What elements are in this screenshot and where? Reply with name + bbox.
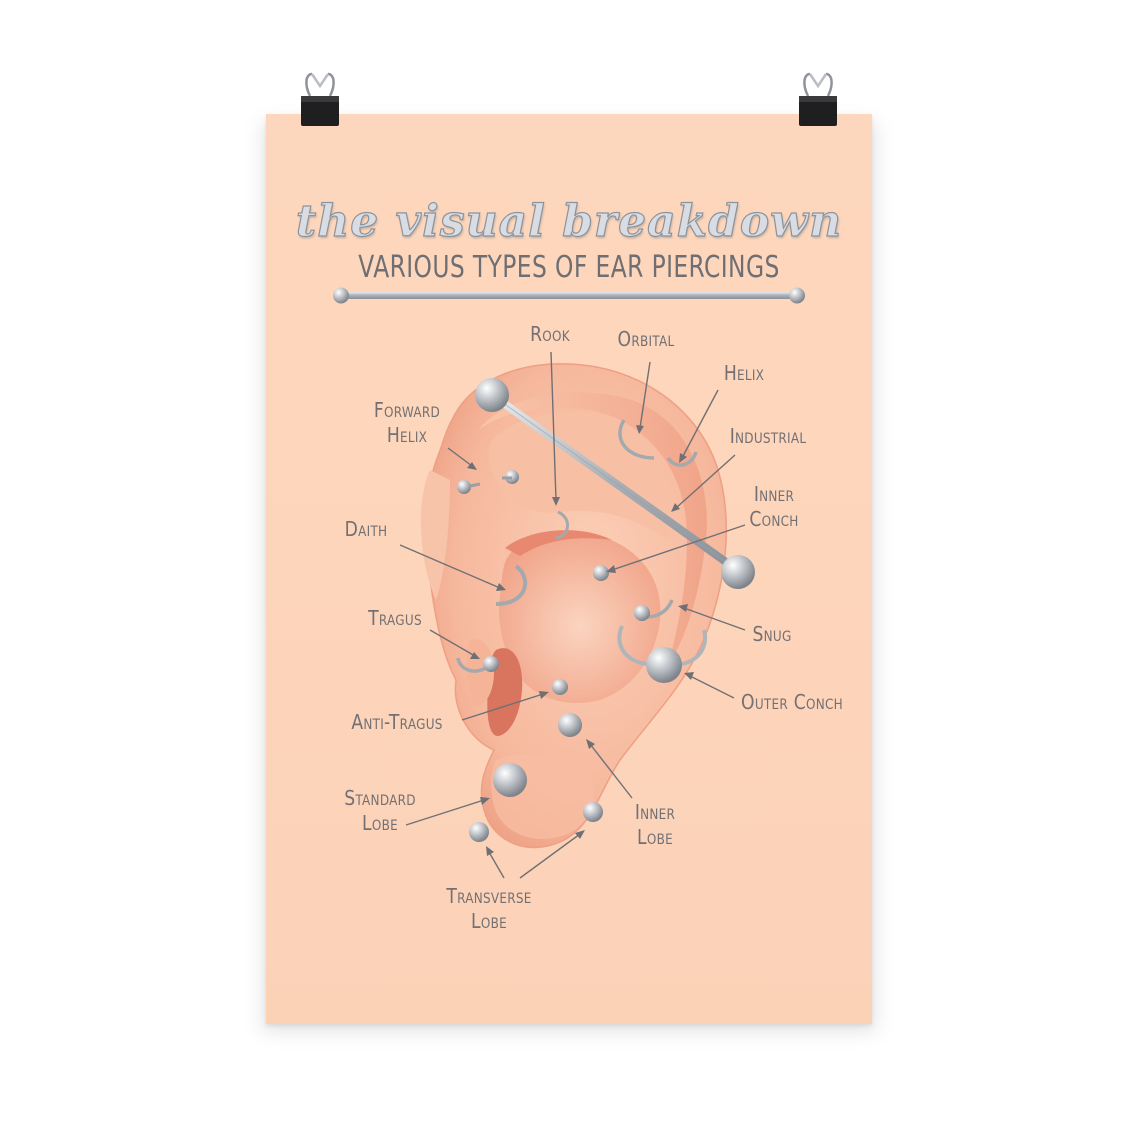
transverse-lobe-ball-1 — [469, 822, 489, 842]
piercing-jewelry — [456, 378, 755, 842]
label-standard-lobe: Standard Lobe — [344, 786, 416, 835]
helix-ring — [666, 451, 698, 467]
leader-lines — [399, 351, 746, 879]
poster-subtitle: VARIOUS TYPES OF EAR PIERCINGS — [358, 250, 780, 285]
snug-ball — [634, 605, 650, 621]
forward-helix-stud-1 — [457, 480, 471, 494]
conch-bowl — [498, 531, 661, 704]
label-daith: Daith — [344, 517, 388, 541]
industrial-barbell — [475, 378, 755, 589]
label-forward-helix: Forward Helix — [373, 398, 441, 447]
standard-lobe-stud — [493, 763, 527, 797]
tragus-ball — [483, 656, 499, 672]
anti-tragus-stud — [552, 679, 568, 695]
outer-conch-ball — [646, 647, 682, 683]
label-helix: Helix — [723, 361, 765, 385]
rook-ring — [555, 510, 569, 540]
binder-clip-left-icon — [301, 72, 339, 126]
label-orbital: Orbital — [617, 327, 675, 351]
binder-clip-right-icon — [799, 72, 837, 126]
label-rook: Rook — [530, 322, 570, 346]
orbital-ring — [618, 419, 655, 460]
label-anti-tragus: Anti-Tragus — [351, 710, 443, 734]
inner-lobe-stud — [558, 713, 582, 737]
label-industrial: Industrial — [729, 424, 807, 448]
inner-conch-stud — [593, 565, 609, 581]
label-snug: Snug — [752, 622, 792, 646]
daith-ring — [495, 564, 528, 606]
label-tragus: Tragus — [368, 606, 422, 630]
label-outer-conch: Outer Conch — [741, 690, 843, 714]
transverse-lobe-ball-2 — [583, 802, 603, 822]
label-inner-conch: Inner Conch — [749, 482, 799, 531]
title-barbell-divider — [333, 287, 805, 304]
label-inner-lobe: Inner Lobe — [634, 800, 676, 849]
label-transverse-lobe: Transverse Lobe — [446, 884, 532, 933]
poster-title: the visual breakdown — [295, 195, 843, 247]
